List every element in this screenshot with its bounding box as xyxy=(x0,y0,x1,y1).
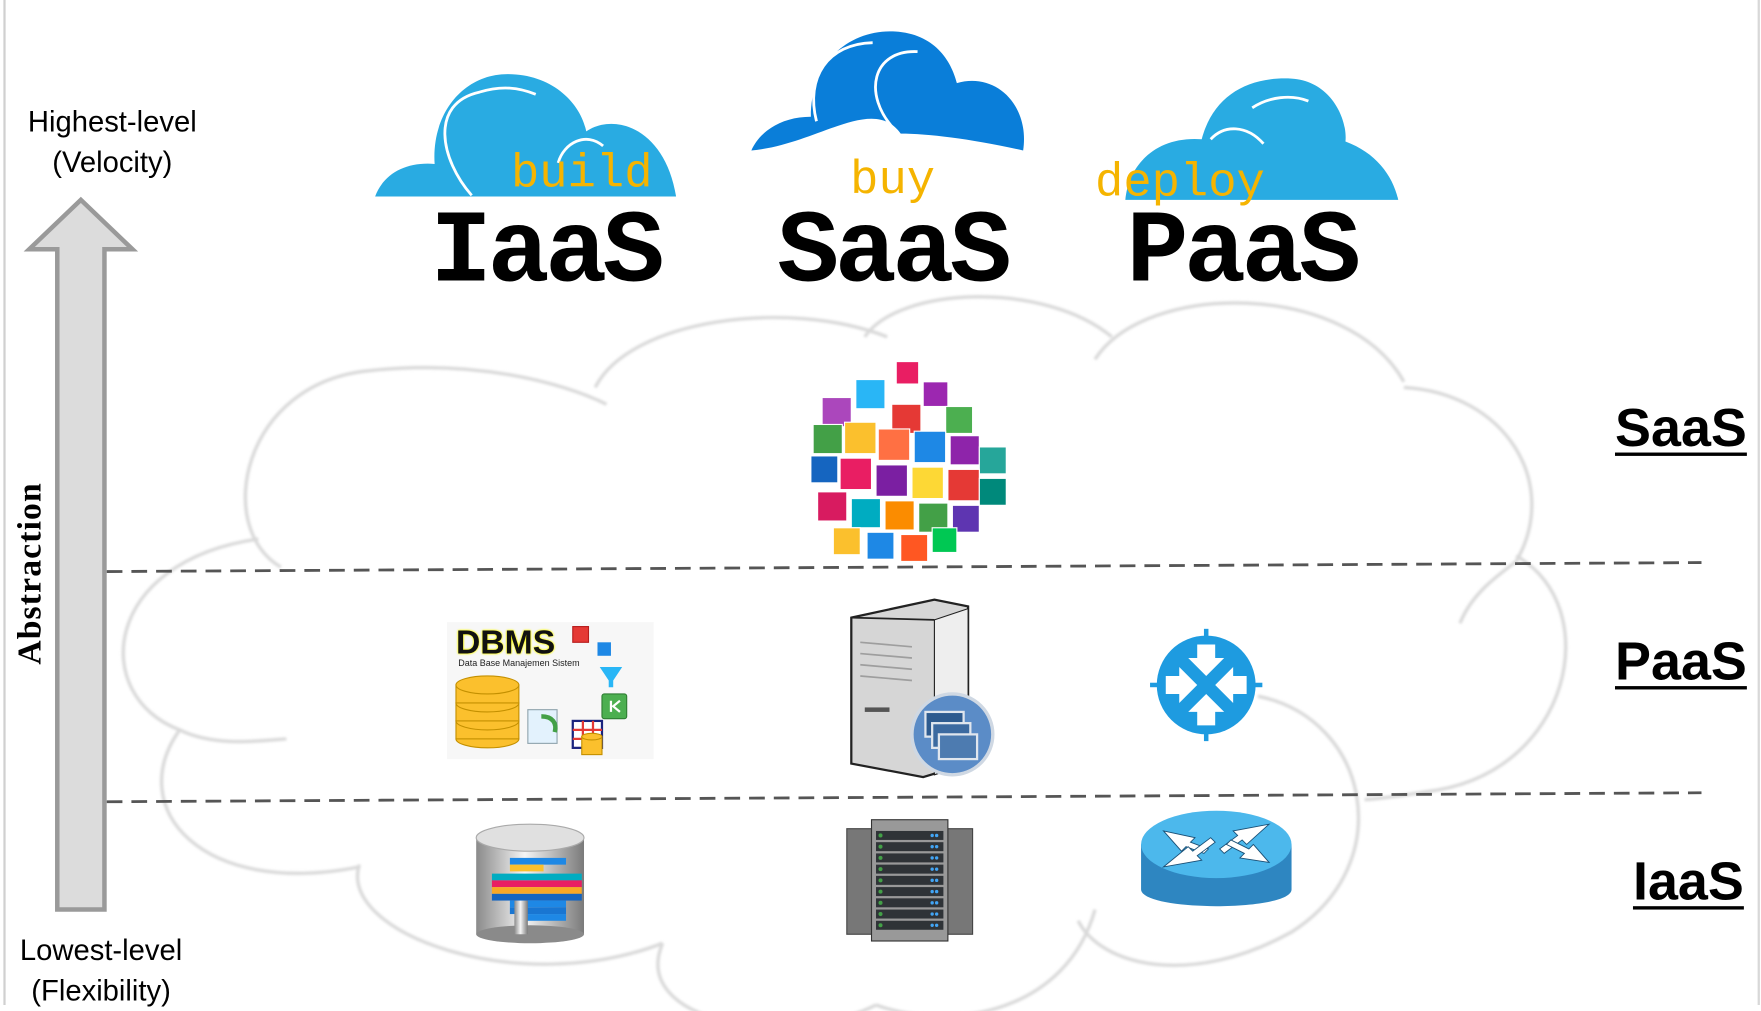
velocity-text: (Velocity) xyxy=(52,144,173,179)
database-storage-icon xyxy=(475,823,585,944)
layer-label-saas: SaaS xyxy=(1615,398,1747,459)
abstraction-arrow-icon xyxy=(23,196,139,912)
server-rack-icon xyxy=(846,819,974,942)
abstraction-axis-title: Abstraction xyxy=(11,482,49,665)
dbms-icon: DBMS Data Base Manajemen Sistem xyxy=(446,622,654,760)
dbms-graphic xyxy=(455,626,628,756)
highest-level-text: Highest-level xyxy=(27,104,197,139)
paas-cloud-icon xyxy=(1125,78,1399,200)
flexibility-text: (Flexibility) xyxy=(31,973,171,1008)
saas-verb: buy xyxy=(850,153,936,208)
application-server-icon xyxy=(850,598,995,779)
paas-iaas-separator xyxy=(106,791,1702,804)
layer-label-iaas: IaaS xyxy=(1632,852,1744,912)
iaas-cloud-icon xyxy=(375,74,677,197)
lowest-level-text: Lowest-level xyxy=(19,933,183,967)
dbms-subtitle: Data Base Manajemen Sistem xyxy=(458,658,580,669)
iaas-verb: build xyxy=(511,147,653,202)
saas-cloud-icon xyxy=(751,31,1024,151)
highest-level-label: Highest-level (Velocity) xyxy=(0,101,225,182)
saas-paas-separator xyxy=(106,561,1702,573)
application-cubes-icon xyxy=(810,361,1007,563)
left-border xyxy=(3,0,6,1006)
layer-label-paas: PaaS xyxy=(1615,632,1747,692)
right-border xyxy=(1757,0,1760,1006)
network-router-icon xyxy=(1141,810,1292,907)
routing-service-icon xyxy=(1150,628,1263,742)
paas-verb: deploy xyxy=(1095,156,1265,210)
lowest-level-label: Lowest-level (Flexibility) xyxy=(0,930,202,1011)
iaas-title: IaaS xyxy=(430,194,665,313)
paas-title: PaaS xyxy=(1126,194,1361,313)
dbms-title: DBMS xyxy=(455,624,556,662)
saas-title: SaaS xyxy=(777,194,1012,313)
